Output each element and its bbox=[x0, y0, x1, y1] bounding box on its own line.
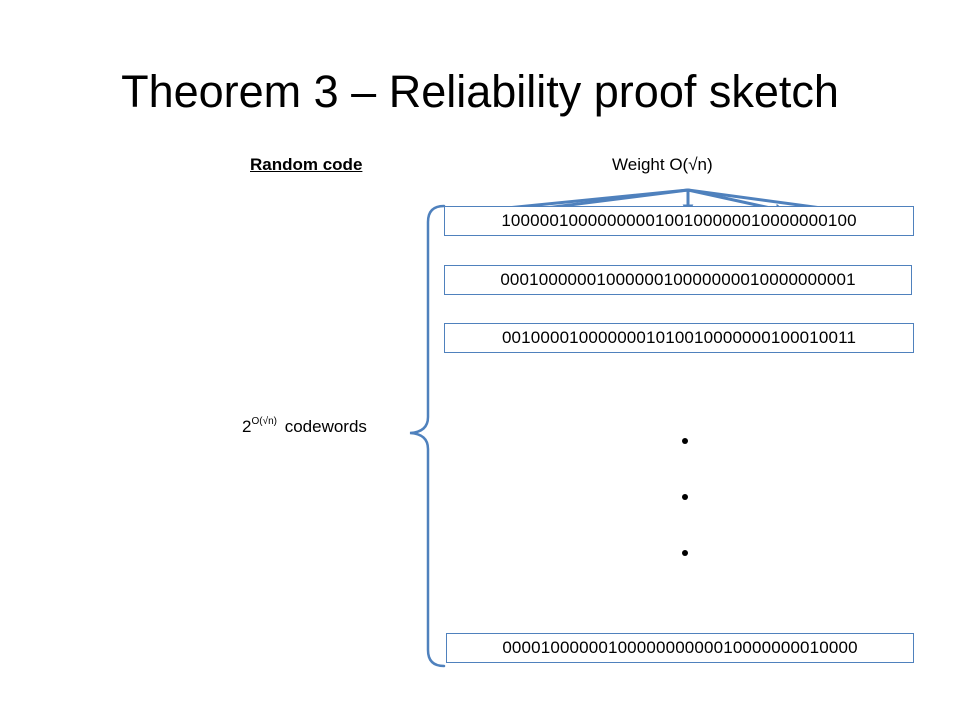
codeword-box: 0001000000100000010000000010000000001 bbox=[444, 265, 912, 295]
weight-label: Weight O(√n) bbox=[612, 155, 713, 174]
ellipsis-dot bbox=[682, 550, 688, 556]
ellipsis-dot bbox=[682, 438, 688, 444]
random-code-label: Random code bbox=[250, 155, 363, 174]
codeword-box: 1000001000000000100100000010000000100 bbox=[444, 206, 914, 236]
ellipsis-dot bbox=[682, 494, 688, 500]
slide-title: Theorem 3 – Reliability proof sketch bbox=[121, 66, 839, 117]
codeword-box: 0000100000010000000000010000000010000 bbox=[446, 633, 914, 663]
codeword-box: 0010000100000001010010000000100010011 bbox=[444, 323, 914, 353]
codeword-group-bracket bbox=[409, 204, 446, 668]
count-suffix: codewords bbox=[284, 417, 367, 436]
count-exponent: O(√n) bbox=[251, 416, 277, 427]
codeword-count-label: 2O(√n) codewords bbox=[242, 416, 367, 438]
count-base: 2 bbox=[242, 417, 252, 436]
